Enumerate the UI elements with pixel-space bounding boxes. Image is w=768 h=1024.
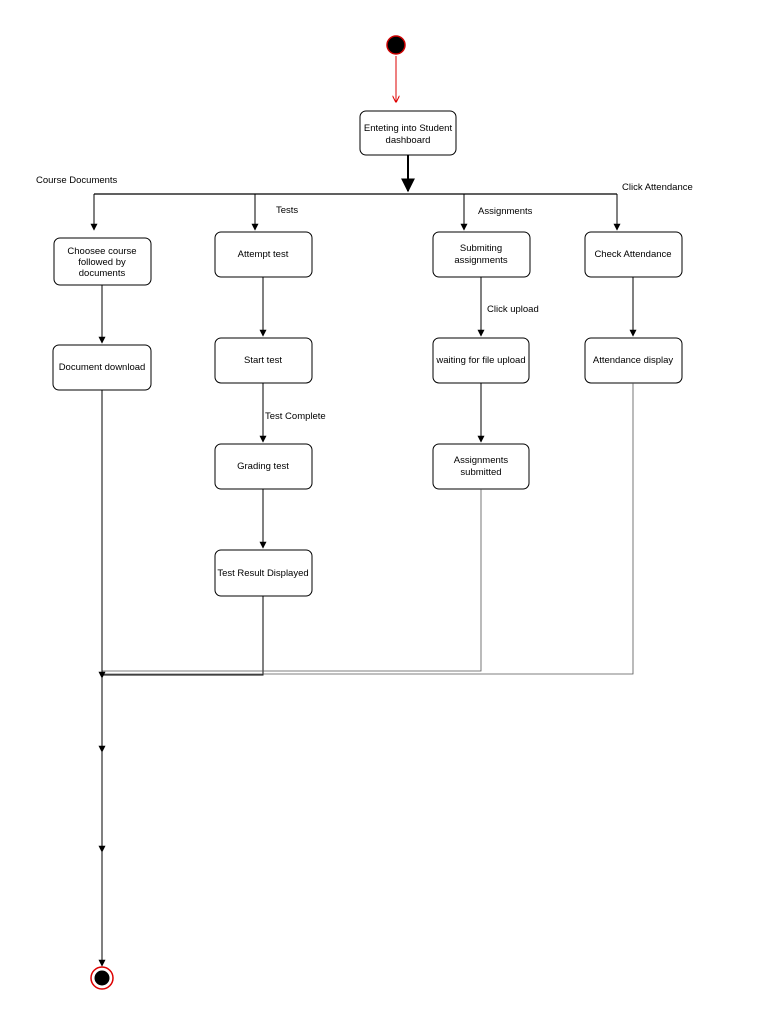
node-start-test[interactable]: Start test — [214, 337, 313, 384]
node-document-download-line-1: Document download — [59, 362, 146, 373]
label-click-upload: Click upload — [487, 304, 539, 315]
edge-result-merge — [102, 596, 264, 676]
node-grading-test[interactable]: Grading test — [214, 443, 313, 490]
node-submitting-line-1: Submiting — [460, 243, 502, 254]
label-tests: Tests — [276, 205, 298, 216]
node-waiting-upload[interactable]: waiting for file upload — [432, 337, 530, 384]
node-choose-course-line-3: documents — [79, 268, 126, 279]
node-dashboard[interactable]: Enteting into Student dashboard — [359, 110, 457, 156]
node-assignments-submitted-line-2: submitted — [460, 467, 501, 478]
node-attendance-display-line-1: Attendance display — [593, 355, 674, 366]
label-course-documents: Course Documents — [36, 175, 118, 186]
node-submitting-assignments[interactable]: Submiting assignments — [432, 231, 531, 278]
edge-attendance-merge — [102, 383, 634, 675]
node-assignments-submitted[interactable]: Assignments submitted — [432, 443, 530, 490]
node-test-result-line-1: Test Result Displayed — [217, 568, 308, 579]
node-choose-course[interactable]: Choosee course followed by documents — [53, 237, 152, 286]
node-attempt-test-line-1: Attempt test — [238, 249, 289, 260]
node-dashboard-line-1: Enteting into Student — [364, 123, 453, 134]
final-node — [90, 966, 114, 990]
node-waiting-upload-line-1: waiting for file upload — [435, 355, 525, 366]
node-submitting-line-2: assignments — [454, 255, 508, 266]
edge-submitted-merge — [102, 489, 482, 672]
label-assignments: Assignments — [478, 206, 533, 217]
node-dashboard-line-2: dashboard — [386, 135, 431, 146]
node-choose-course-line-2: followed by — [78, 257, 126, 268]
label-test-complete: Test Complete — [265, 411, 326, 422]
node-attempt-test[interactable]: Attempt test — [214, 231, 313, 278]
node-grading-test-line-1: Grading test — [237, 461, 289, 472]
node-check-attendance[interactable]: Check Attendance — [584, 231, 683, 278]
node-assignments-submitted-line-1: Assignments — [454, 455, 509, 466]
node-attendance-display[interactable]: Attendance display — [584, 337, 683, 384]
node-check-attendance-line-1: Check Attendance — [594, 249, 671, 260]
node-choose-course-line-1: Choosee course — [67, 246, 136, 257]
initial-node — [386, 35, 406, 55]
label-click-attendance: Click Attendance — [622, 182, 693, 193]
node-start-test-line-1: Start test — [244, 355, 282, 366]
node-document-download[interactable]: Document download — [52, 344, 152, 391]
node-test-result[interactable]: Test Result Displayed — [214, 549, 313, 597]
